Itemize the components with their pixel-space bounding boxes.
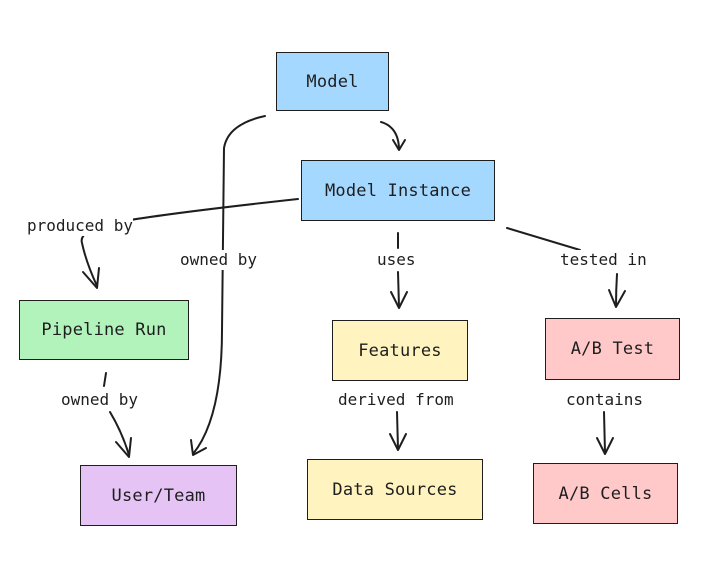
edge-uses-lower	[397, 271, 400, 308]
arrowhead-tested-in	[608, 289, 626, 308]
edge-label-owned-by-model: owned by	[180, 250, 258, 270]
node-pipeline-run-label: Pipeline Run	[41, 320, 167, 340]
arrowhead-uses	[390, 291, 408, 309]
edge-pipeline-owned-by-lower	[109, 411, 130, 456]
arrowhead-pipeline-owned-by	[115, 437, 132, 458]
edge-model-owned-by	[192, 115, 266, 455]
node-user-team-label: User/Team	[111, 485, 206, 506]
edge-label-tested-in: tested in	[560, 250, 647, 270]
arrowhead-contains	[596, 437, 614, 455]
edge-produced-by	[80, 198, 299, 287]
edge-label-uses: uses	[377, 250, 416, 270]
node-ab-test-label: A/B Test	[570, 339, 655, 359]
edge-label-owned-by-pipeline: owned by	[61, 390, 139, 410]
node-model-instance-label: Model Instance	[324, 180, 472, 201]
node-user-team: User/Team	[80, 465, 237, 526]
edge-model-to-instance	[380, 121, 400, 149]
node-data-sources-label: Data Sources	[332, 479, 458, 500]
arrowhead-model-to-instance	[392, 139, 406, 151]
node-ab-test: A/B Test	[545, 318, 680, 380]
edge-tested-in-lower	[615, 273, 618, 307]
node-features-label: Features	[358, 340, 442, 361]
edge-label-derived-from: derived from	[338, 390, 454, 410]
arrowhead-derived-from	[389, 433, 407, 451]
edge-tested-in	[506, 227, 581, 251]
node-ab-cells-label: A/B Cells	[558, 483, 653, 504]
node-ab-cells: A/B Cells	[533, 463, 678, 524]
node-data-sources: Data Sources	[307, 459, 483, 520]
edge-pipeline-owned-by	[103, 372, 107, 387]
edge-label-contains: contains	[566, 390, 644, 410]
node-features: Features	[332, 320, 468, 381]
arrowhead-model-owned-by	[190, 439, 207, 456]
edge-label-produced-by: produced by	[27, 216, 133, 236]
arrowhead-produced-by	[82, 267, 100, 289]
edge-contains	[603, 411, 606, 454]
node-pipeline-run: Pipeline Run	[19, 300, 189, 360]
node-model: Model	[276, 52, 389, 111]
node-model-instance: Model Instance	[301, 160, 495, 221]
node-model-label: Model	[306, 71, 359, 92]
edge-derived-from	[396, 411, 399, 450]
